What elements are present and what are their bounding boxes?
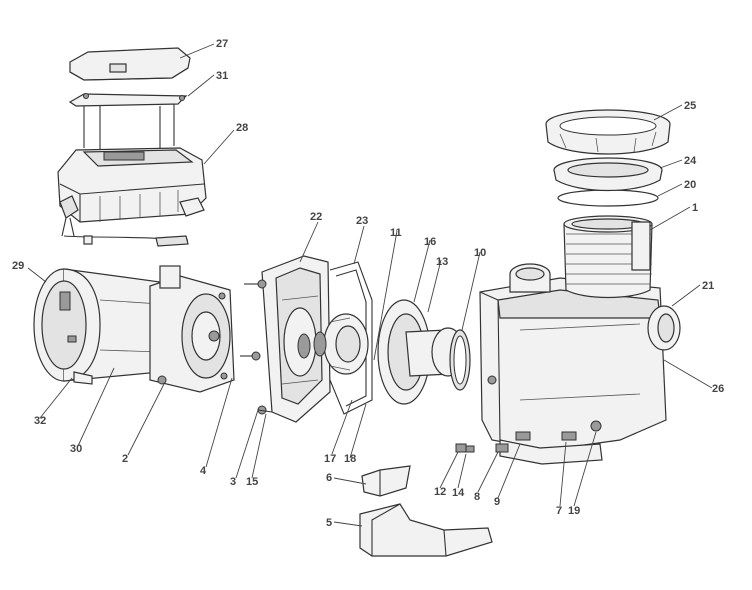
callout-28: 28 bbox=[236, 122, 248, 134]
seal-plate bbox=[240, 255, 331, 423]
strainer-lid bbox=[553, 157, 663, 192]
callout-14: 14 bbox=[452, 487, 465, 499]
callout-22: 22 bbox=[310, 211, 322, 223]
drive-housing bbox=[57, 147, 207, 247]
callout-9: 9 bbox=[494, 496, 500, 508]
callout-6: 6 bbox=[326, 472, 332, 484]
callout-19: 19 bbox=[568, 505, 580, 517]
callout-5: 5 bbox=[326, 517, 332, 529]
callout-23: 23 bbox=[356, 215, 368, 227]
callout-13: 13 bbox=[436, 256, 448, 268]
callout-30: 30 bbox=[70, 443, 82, 455]
impeller bbox=[313, 313, 369, 375]
callout-26: 26 bbox=[712, 383, 724, 395]
callout-20: 20 bbox=[684, 179, 696, 191]
drive-cover bbox=[69, 47, 191, 81]
drive-mounting-plate bbox=[68, 93, 188, 150]
callout-25: 25 bbox=[684, 100, 696, 112]
callout-24: 24 bbox=[684, 155, 697, 167]
callout-27: 27 bbox=[216, 38, 228, 50]
drain-plugs bbox=[455, 443, 475, 453]
pump-base bbox=[359, 503, 493, 557]
callout-12: 12 bbox=[434, 486, 446, 498]
callout-8: 8 bbox=[474, 491, 480, 503]
callout-15: 15 bbox=[246, 476, 258, 488]
diffuser-o-ring bbox=[449, 329, 471, 391]
pump-housing bbox=[479, 263, 681, 465]
callout-29: 29 bbox=[12, 260, 24, 272]
callout-4: 4 bbox=[200, 465, 207, 477]
callout-11: 11 bbox=[390, 227, 402, 239]
motor-flange bbox=[149, 265, 235, 393]
callout-16: 16 bbox=[424, 236, 436, 248]
lid-o-ring bbox=[557, 189, 659, 207]
lid-locking-ring bbox=[545, 109, 671, 155]
callout-2: 2 bbox=[122, 453, 128, 465]
callout-3: 3 bbox=[230, 476, 236, 488]
callout-21: 21 bbox=[702, 280, 714, 292]
callout-7: 7 bbox=[556, 505, 562, 517]
impeller-gasket bbox=[329, 261, 373, 415]
strainer-basket bbox=[563, 215, 653, 299]
callout-32: 32 bbox=[34, 415, 46, 427]
leader-lines bbox=[27, 43, 713, 527]
callout-numbers: 27 31 28 25 24 20 1 21 26 29 32 30 2 4 3… bbox=[12, 38, 724, 529]
motor bbox=[33, 268, 161, 385]
callout-18: 18 bbox=[344, 453, 356, 465]
callout-17: 17 bbox=[324, 453, 336, 465]
base-support bbox=[361, 465, 411, 497]
callout-10: 10 bbox=[474, 247, 486, 259]
callout-1: 1 bbox=[692, 202, 698, 214]
callout-31: 31 bbox=[216, 70, 228, 82]
